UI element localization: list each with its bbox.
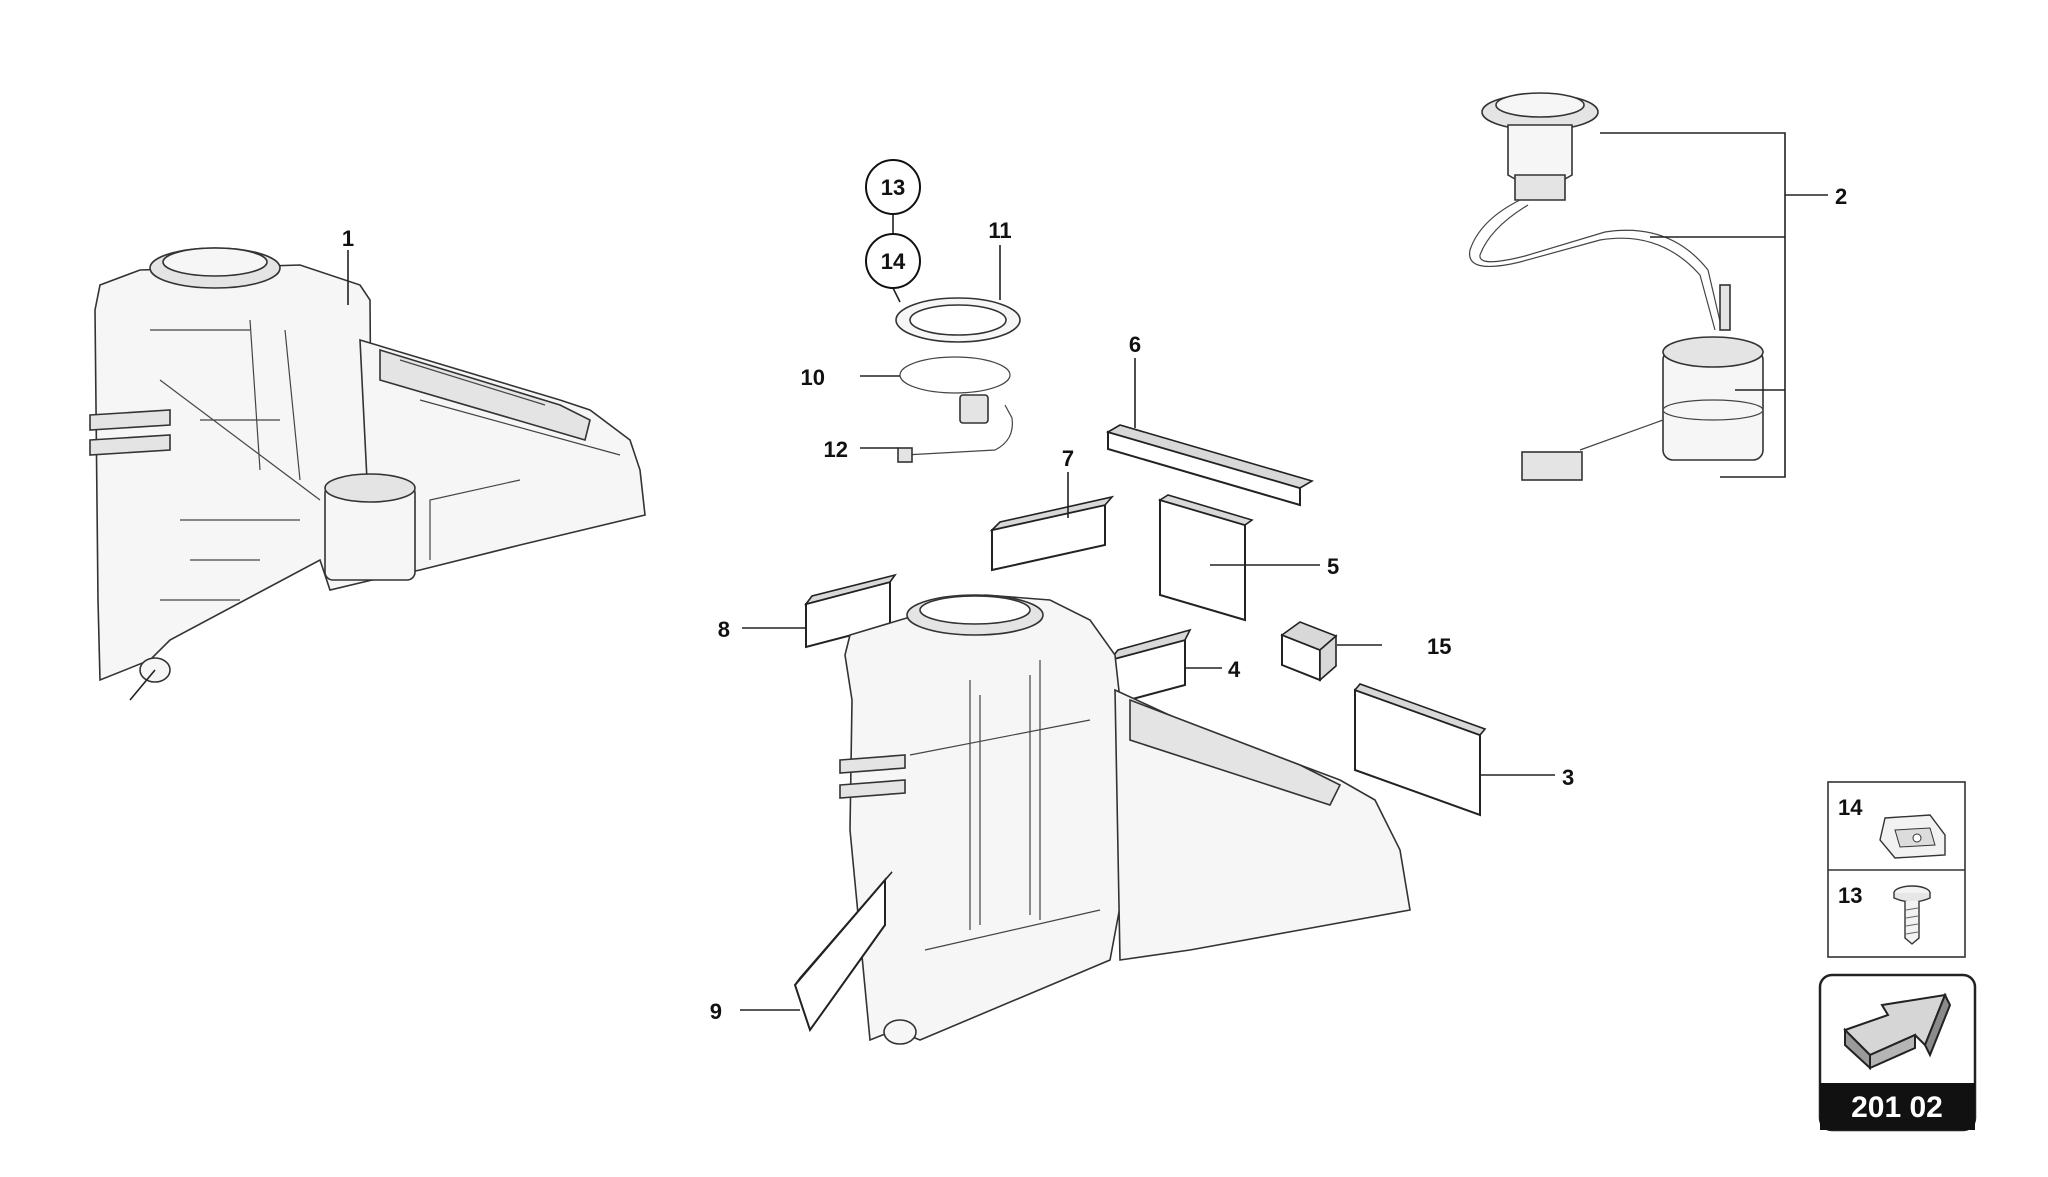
insulation-pad-7[interactable] [989, 495, 1115, 572]
callout-13[interactable]: 13 [881, 175, 905, 200]
foam-block-15[interactable] [1280, 621, 1338, 682]
callout-1[interactable]: 1 [342, 226, 354, 251]
sensor-hose[interactable] [897, 404, 1013, 463]
insulation-pad-4[interactable] [1107, 628, 1192, 707]
legend-item-13: 13 [1838, 883, 1862, 908]
arrow-icon [1843, 992, 1952, 1071]
callout-8[interactable]: 8 [718, 617, 730, 642]
callout-7[interactable]: 7 [1062, 446, 1074, 471]
callout-11[interactable]: 11 [988, 218, 1011, 243]
fuel-tank-assembly[interactable] [89, 247, 646, 701]
callout-14[interactable]: 14 [881, 249, 906, 274]
clamp-ring[interactable] [899, 356, 1011, 424]
callout-15[interactable]: 15 [1427, 634, 1451, 659]
callout-4[interactable]: 4 [1228, 657, 1241, 682]
insulation-pad-5[interactable] [1158, 494, 1254, 622]
leader-lines [347, 132, 1828, 1011]
insulation-strip-9[interactable] [793, 871, 893, 1033]
callout-6[interactable]: 6 [1129, 332, 1141, 357]
callout-3[interactable]: 3 [1562, 765, 1574, 790]
insulation-pad-3[interactable] [1353, 683, 1487, 817]
legend-item-14: 14 [1838, 795, 1863, 820]
insulation-pad-6[interactable] [1105, 424, 1315, 507]
fuel-pump-unit[interactable] [1469, 92, 1764, 481]
fastener-legend: 14 13 [1827, 781, 1966, 958]
callout-9[interactable]: 9 [710, 999, 722, 1024]
callout-12[interactable]: 12 [824, 437, 848, 462]
clip-nut-icon [1879, 814, 1946, 859]
callout-labels: 1 2 3 4 5 6 7 8 9 10 11 12 15 13 14 [342, 159, 1847, 1024]
callout-10[interactable]: 10 [801, 365, 825, 390]
callout-13-circle [865, 159, 921, 215]
reference-code: 201 02 [1851, 1091, 1943, 1124]
callout-5[interactable]: 5 [1327, 554, 1339, 579]
callout-14-circle [865, 233, 921, 289]
locking-ring[interactable] [895, 297, 1021, 343]
screw-icon [1893, 885, 1931, 945]
callout-2[interactable]: 2 [1835, 184, 1847, 209]
next-page-reference[interactable]: 201 02 [1818, 973, 1977, 1132]
fuel-tank-body[interactable] [839, 594, 1411, 1045]
